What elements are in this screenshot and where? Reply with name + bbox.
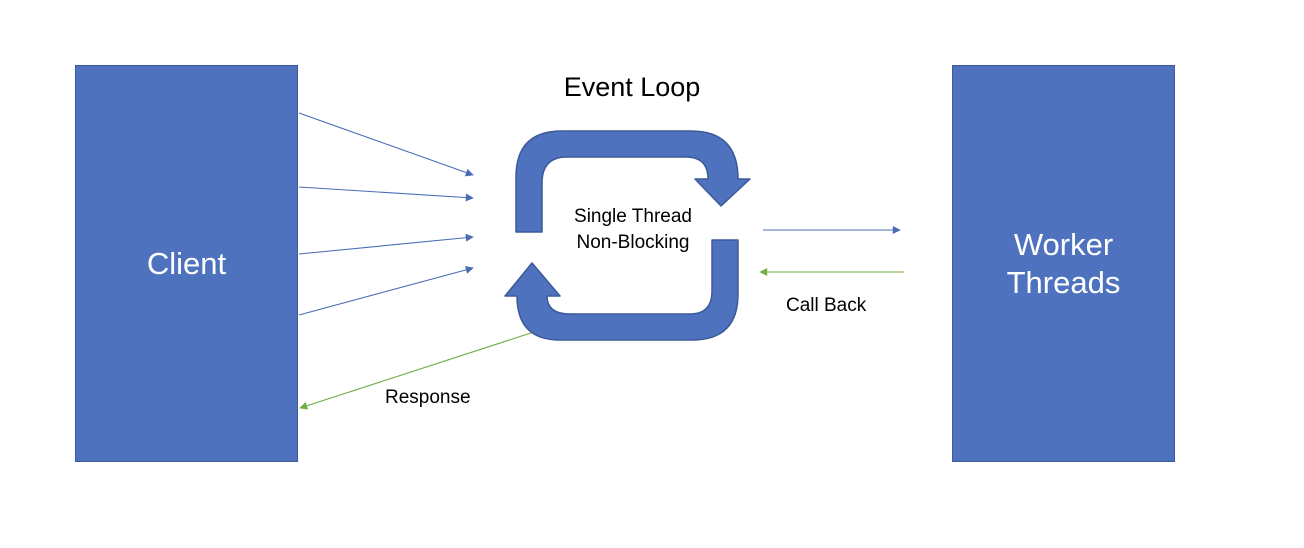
loop-arrow-bottom	[504, 239, 739, 341]
worker-threads-label: Worker Threads	[1007, 226, 1121, 300]
client-label: Client	[146, 245, 227, 281]
worker-label-line1: Worker	[1013, 227, 1114, 263]
client-node: Client	[75, 65, 298, 462]
worker-threads-node: Worker Threads	[952, 65, 1175, 462]
loop-arrow-top	[515, 130, 751, 233]
callback-label: Call Back	[786, 295, 867, 316]
caption-line-single-thread: Single Thread	[574, 206, 692, 227]
response-label: Response	[385, 387, 471, 408]
event-loop-title: Event Loop	[563, 72, 701, 102]
response-arrow	[299, 331, 535, 410]
worker-label-line2: Threads	[1006, 264, 1121, 300]
request-arrow	[298, 266, 474, 316]
caption-line-non-blocking: Non-Blocking	[576, 232, 690, 253]
request-arrow	[298, 112, 474, 177]
request-arrow	[298, 186, 474, 202]
event-loop-caption: Single Thread Non-Blocking	[552, 204, 714, 256]
request-arrow	[298, 233, 474, 255]
